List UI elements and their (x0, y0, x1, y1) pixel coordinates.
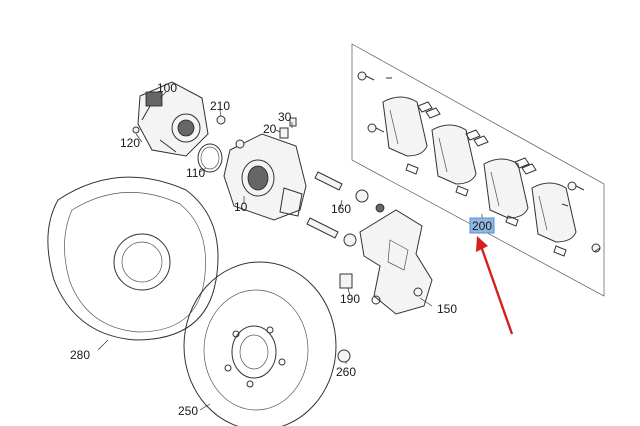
brake-disc (183, 261, 337, 426)
guide-pin-set (306, 171, 385, 247)
carrier-bolt (339, 273, 353, 289)
bleed-screw (279, 117, 297, 139)
callout-100: 100 (157, 81, 177, 95)
callout-30: 30 (278, 110, 292, 124)
leader-lines (97, 91, 483, 411)
caliper-carrier (359, 209, 433, 315)
callout-110: 110 (186, 166, 205, 180)
callout-200: 200 (472, 219, 492, 233)
callout-150: 150 (437, 302, 457, 316)
arrowhead-icon (476, 236, 488, 252)
callout-200-highlight (469, 217, 495, 234)
callout-250: 250 (178, 404, 198, 418)
callout-260: 260 (336, 365, 356, 379)
brake-caliper (223, 133, 307, 221)
brake-pad-kit-panel (351, 43, 605, 297)
callout-labels: 100 120 110 210 30 20 10 160 200 190 150… (70, 81, 495, 418)
callout-280: 280 (70, 348, 90, 362)
brake-dust-shield (47, 176, 219, 341)
parking-brake-motor (132, 81, 226, 157)
brake-pad-set (357, 71, 601, 257)
callout-160: 160 (331, 202, 351, 216)
disc-screw (337, 349, 351, 363)
callout-20: 20 (263, 122, 277, 136)
callout-120: 120 (120, 136, 140, 150)
annotation-arrow (476, 236, 514, 335)
callout-10: 10 (234, 200, 248, 214)
callout-190: 190 (340, 292, 360, 306)
o-ring (197, 143, 223, 173)
callout-210: 210 (210, 99, 230, 113)
